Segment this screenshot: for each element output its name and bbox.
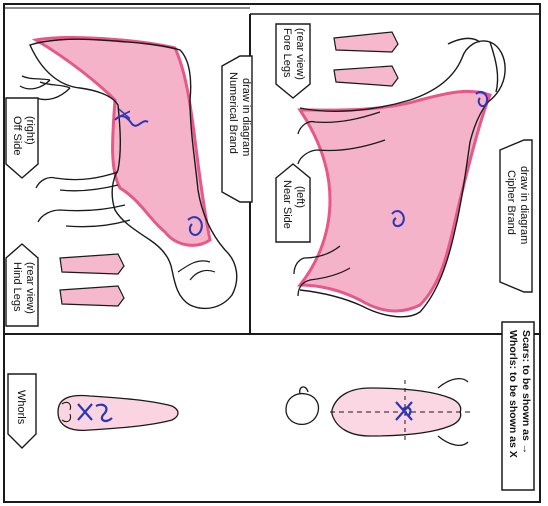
label-cipher-brand: Cipher Brand draw in diagram [500,140,532,292]
label-numerical-brand: Numerical Brand draw in diagram [222,56,252,202]
legend-whorls: Whorls: to be shown as X [507,330,519,458]
numerical-brand-line1: Numerical Brand [227,72,239,154]
fore-leg-upper [334,32,398,52]
numerical-brand-line2: draw in diagram [240,78,252,156]
whorls-label: Whorls [15,390,27,425]
whorl-face-front [58,396,178,431]
label-off-side: Off Side (right) [6,98,38,178]
off-side-mane [178,261,215,280]
near-side-head [448,38,498,92]
fore-leg-lower [334,66,398,86]
hind-leg-lower [60,286,124,306]
hind-legs-line2: (rear view) [24,262,36,314]
hind-leg-upper [60,254,124,274]
hind-legs-sketches [60,254,124,306]
fore-legs-line1: Fore Legs [281,28,293,78]
legend-scars: Scars: to be shown as → [520,330,532,454]
fore-legs-sketches [334,32,398,86]
label-fore-legs: Fore Legs (rear view) [276,24,310,98]
fore-legs-line2: (rear view) [294,28,306,80]
near-side-line1: Near Side [281,180,293,229]
whorls-section [58,379,470,446]
cipher-brand-line2: draw in diagram [518,166,530,244]
label-near-side: Near Side (left) [276,164,310,242]
whorl-small-head [286,387,319,424]
hind-legs-line1: Hind Legs [11,262,23,312]
label-hind-legs: Hind Legs (rear view) [6,244,38,326]
legend-box: Whorls: to be shown as X Scars: to be sh… [502,322,534,490]
cipher-brand-line1: Cipher Brand [505,170,517,235]
label-whorls: Whorls [8,374,36,448]
off-side-line2: (right) [24,116,36,145]
near-side-horse [294,38,505,316]
off-side-horse: x [20,38,237,309]
off-side-pink-marking [36,38,210,246]
off-side-line1: Off Side [11,116,23,156]
near-side-line2: (left) [294,186,306,208]
